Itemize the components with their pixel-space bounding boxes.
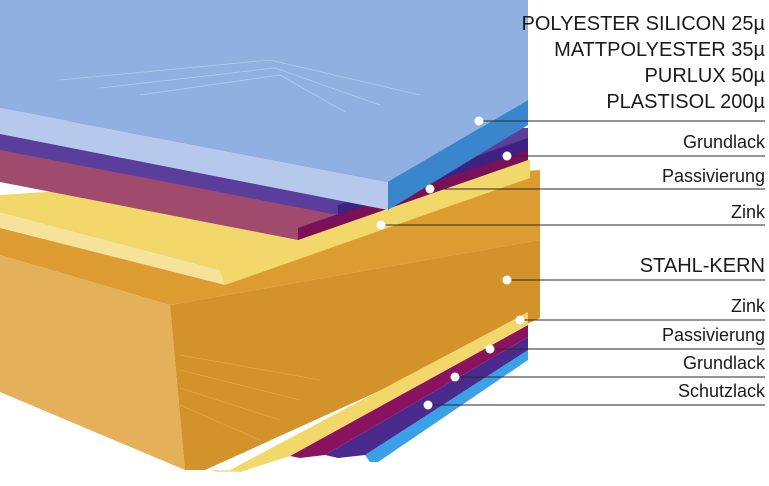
label-passivierung-top: Passivierung xyxy=(662,166,765,186)
top-coating-sheet xyxy=(0,0,528,210)
coating-label-mattpolyester: MATTPOLYESTER 35µ xyxy=(554,39,765,61)
leader-dots xyxy=(376,116,525,410)
label-zink-bottom: Zink xyxy=(731,296,766,316)
label-passivierung-bottom: Passivierung xyxy=(662,325,765,345)
label-schutzlack: Schutzlack xyxy=(678,381,766,401)
coating-side-face xyxy=(388,100,528,210)
leader-lines xyxy=(381,120,765,406)
coating-options-labels: POLYESTER SILICON 25µ MATTPOLYESTER 35µ … xyxy=(522,13,766,113)
layer-labels: Grundlack Passivierung Zink STAHL-KERN Z… xyxy=(640,132,766,401)
coating-top-face xyxy=(0,0,528,182)
schutzlack-marker-dot xyxy=(423,400,433,410)
steel-core-left-face xyxy=(0,255,185,470)
grundlack-bottom-layer xyxy=(325,337,528,458)
coating-label-plastisol: PLASTISOL 200µ xyxy=(606,91,765,113)
label-zink-top: Zink xyxy=(731,202,766,222)
grundlack-bottom-marker-dot xyxy=(450,372,460,382)
passivierung-bottom-layer xyxy=(290,325,528,458)
steel-core-front-face xyxy=(170,240,540,470)
zink-bottom-marker-dot xyxy=(515,315,525,325)
stahl-kern-marker-dot xyxy=(502,275,512,285)
coating-label-purlux: PURLUX 50µ xyxy=(645,65,766,87)
zink-top-marker-dot xyxy=(376,220,386,230)
label-stahl-kern: STAHL-KERN xyxy=(640,255,765,277)
passivierung-top-marker-dot xyxy=(425,184,435,194)
label-grundlack-bottom: Grundlack xyxy=(683,353,766,373)
coating-label-polyester-silicon: POLYESTER SILICON 25µ xyxy=(522,13,766,35)
label-grundlack-top: Grundlack xyxy=(683,132,766,152)
bottom-layer-stack xyxy=(210,312,528,472)
schutzlack-layer xyxy=(365,350,528,462)
coating-front-face xyxy=(0,108,388,210)
coating-marker-dot xyxy=(474,116,484,126)
zink-bottom-layer xyxy=(230,312,528,472)
passivierung-bottom-marker-dot xyxy=(485,344,495,354)
grundlack-top-marker-dot xyxy=(502,151,512,161)
